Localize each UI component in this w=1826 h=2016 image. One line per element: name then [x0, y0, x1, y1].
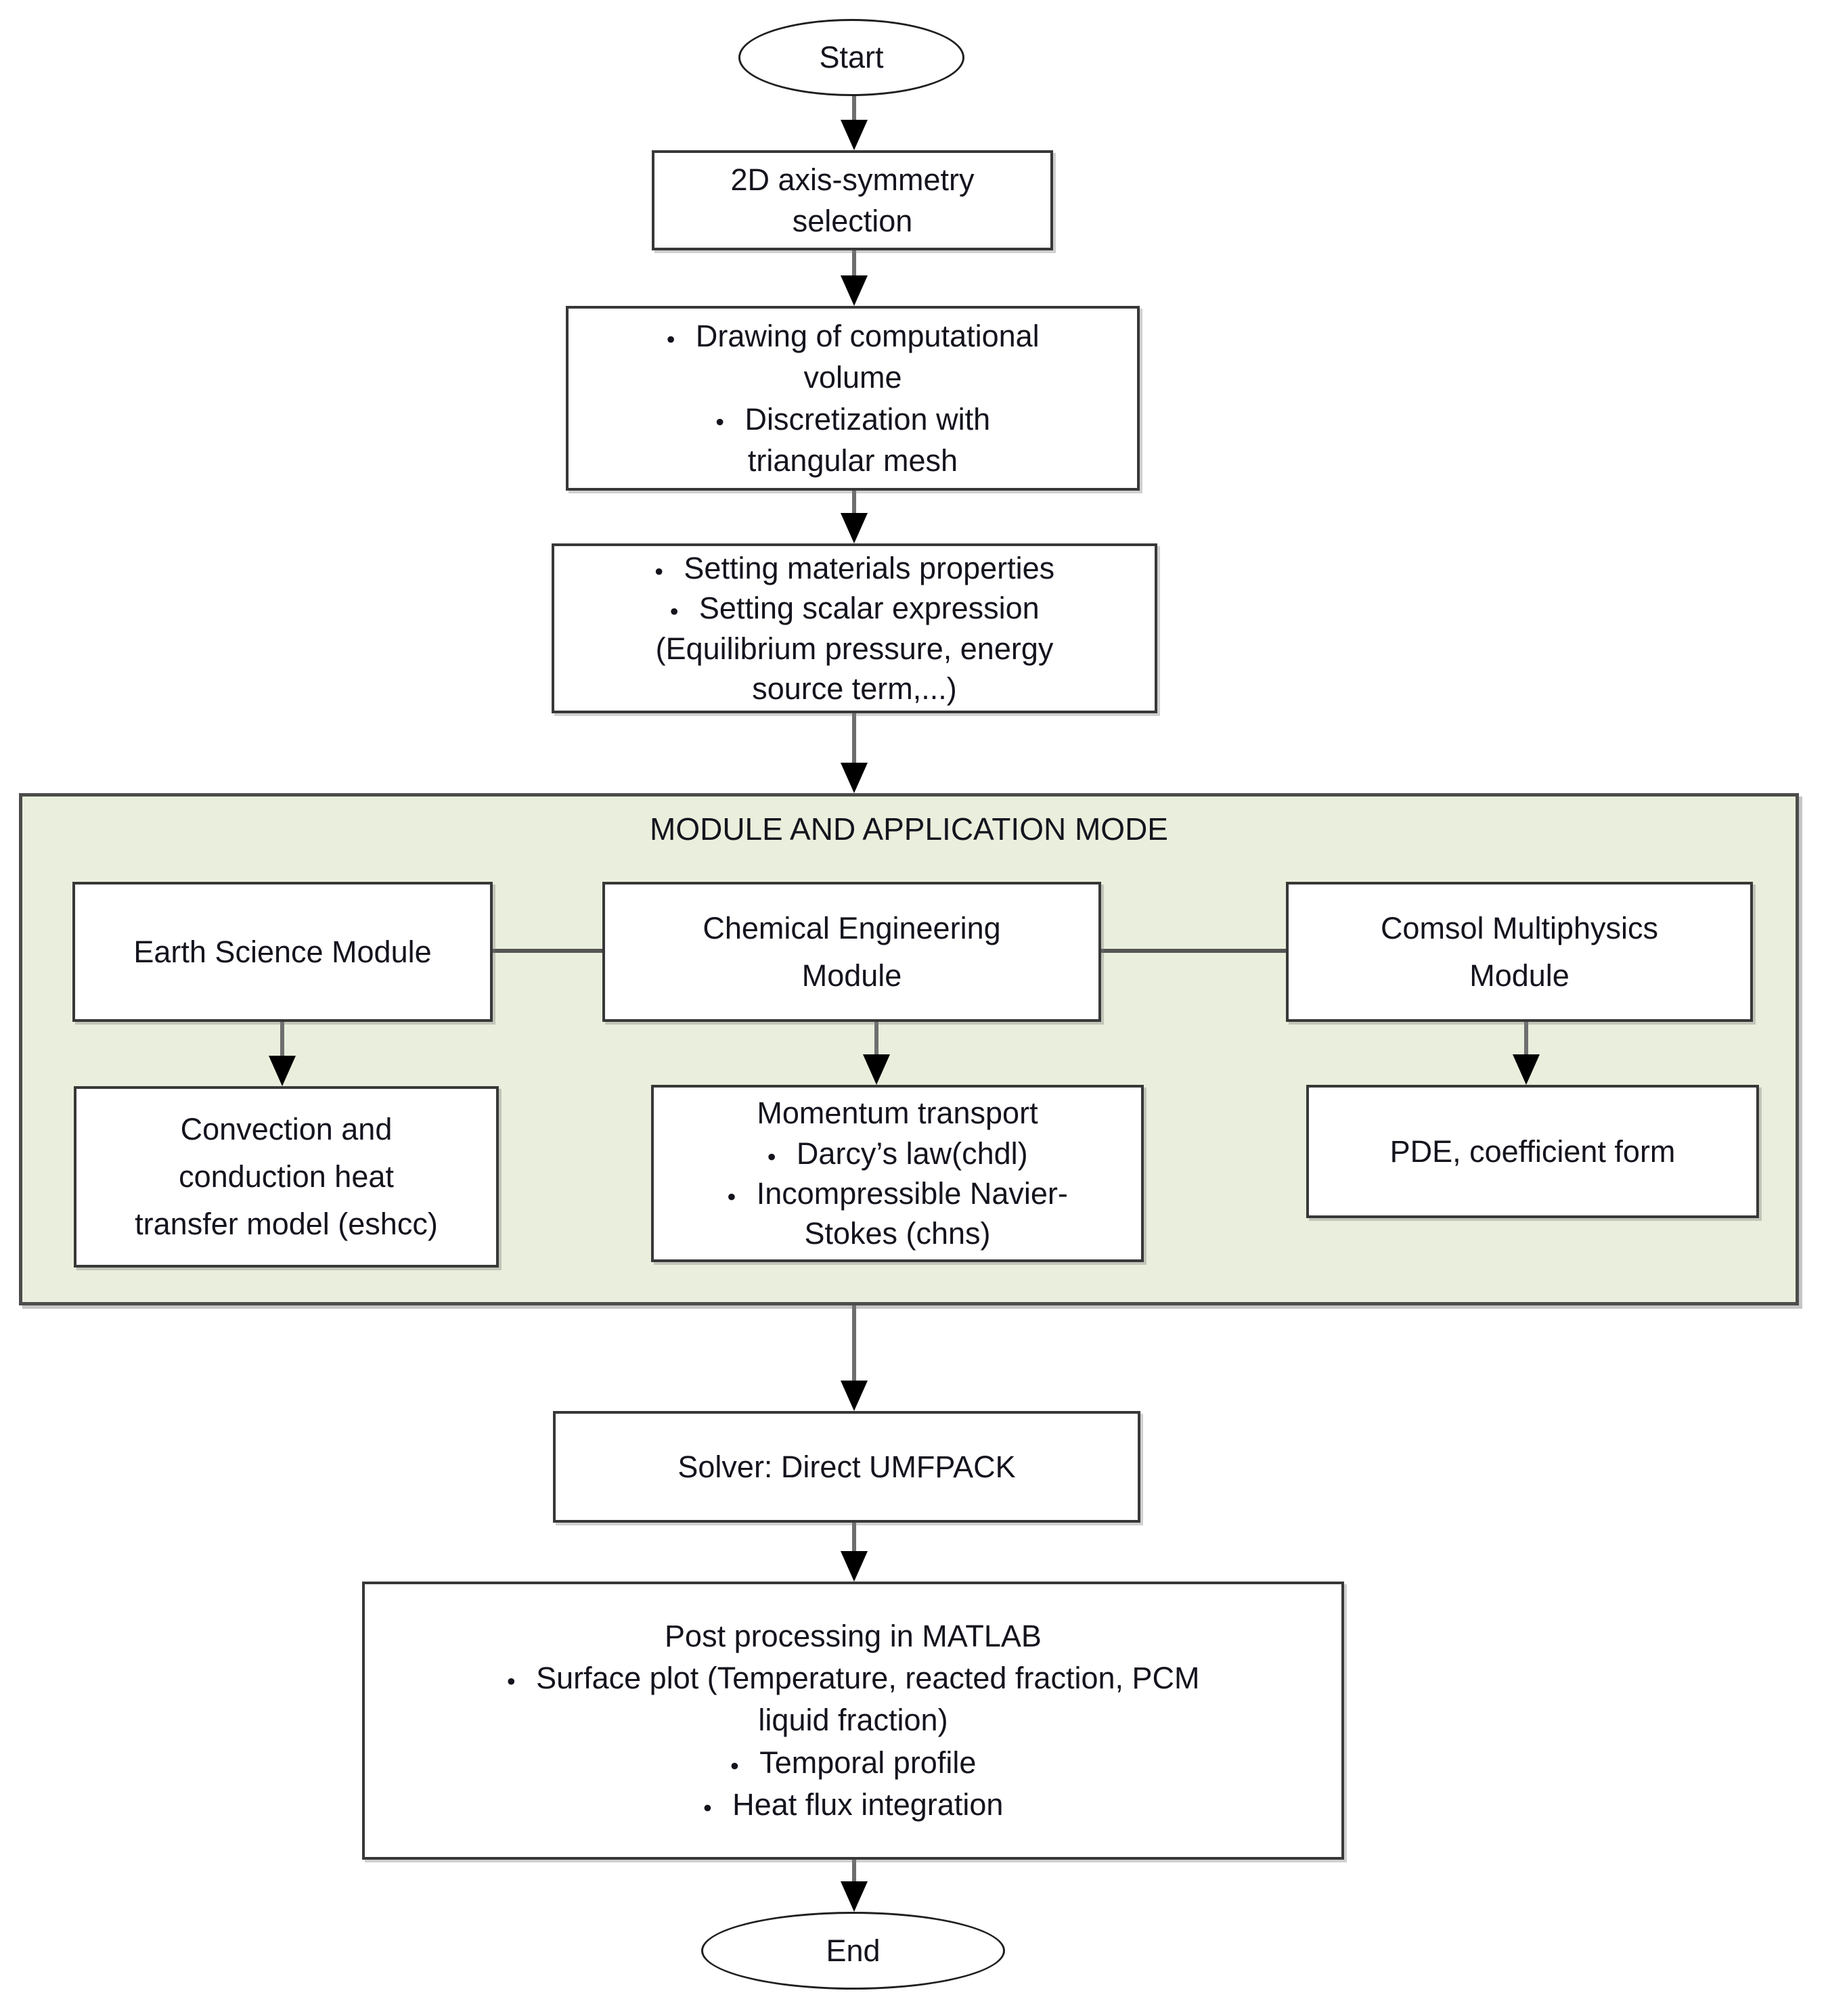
- connector-earth-chemical: [493, 949, 602, 953]
- arrow-head-axis-to-drawing: [841, 275, 868, 306]
- arrow-stem-start-to-axis: [852, 95, 856, 120]
- text-line: triangular mesh: [747, 443, 958, 478]
- text-line: transfer model (eshcc): [135, 1206, 438, 1241]
- text-line: source term,...): [752, 671, 957, 706]
- end-terminal: End: [701, 1912, 1005, 1990]
- node-settings: Setting materials properties Setting sca…: [552, 543, 1157, 713]
- arrow-stem-axis-to-drawing: [852, 250, 856, 275]
- start-label: Start: [819, 40, 884, 74]
- text-line: Comsol Multiphysics: [1380, 910, 1659, 945]
- text-line: Chemical Engineering: [703, 910, 1001, 945]
- connector-chemical-comsol: [1101, 949, 1286, 953]
- arrow-head-drawing-to-settings: [841, 513, 868, 543]
- arrow-head-post-to-end: [841, 1881, 868, 1912]
- text-line: Stokes (chns): [804, 1216, 991, 1251]
- text-line: Convection and: [180, 1112, 393, 1147]
- text-line: Drawing of computational: [666, 315, 1040, 357]
- text-line: Momentum transport: [757, 1096, 1038, 1131]
- text-line: (Equilibrium pressure, energy: [655, 631, 1054, 666]
- text-line: Solver: Direct UMFPACK: [677, 1449, 1016, 1484]
- arrow-head-modules-to-solver: [841, 1381, 868, 1411]
- arrow-head-chemical-to-momentum: [863, 1054, 890, 1085]
- arrow-head-comsol-to-pde: [1513, 1054, 1540, 1085]
- text-line: Surface plot (Temperature, reacted fract…: [506, 1657, 1199, 1699]
- text-line: Post processing in MATLAB: [665, 1619, 1042, 1654]
- node-axis-selection: 2D axis-symmetry selection: [652, 150, 1053, 250]
- arrow-stem-solver-to-post: [852, 1523, 856, 1551]
- text-line: liquid fraction): [758, 1703, 948, 1738]
- node-drawing-discretization: Drawing of computational volume Discreti…: [566, 306, 1140, 491]
- text-line: Incompressible Navier-: [727, 1173, 1068, 1213]
- text-line: Module: [801, 958, 902, 993]
- text-line: conduction heat: [179, 1159, 394, 1194]
- text-line: Darcy’s law(chdl): [767, 1134, 1028, 1173]
- text-line: selection: [792, 204, 913, 238]
- node-pde-coefficient-form: PDE, coefficient form: [1306, 1085, 1759, 1218]
- text-line: 2D axis-symmetry: [730, 162, 975, 197]
- arrow-stem-modules-to-solver: [852, 1305, 856, 1381]
- node-earth-science-module: Earth Science Module: [72, 882, 493, 1022]
- arrow-stem-settings-to-modules: [852, 713, 856, 763]
- text-line: Setting materials properties: [654, 548, 1054, 588]
- node-solver: Solver: Direct UMFPACK: [553, 1411, 1140, 1523]
- arrow-head-solver-to-post: [841, 1551, 868, 1582]
- node-post-processing: Post processing in MATLAB Surface plot (…: [362, 1582, 1344, 1860]
- arrow-stem-earth-to-eshcc: [280, 1022, 284, 1056]
- arrow-head-settings-to-modules: [841, 763, 868, 793]
- start-terminal: Start: [738, 19, 964, 96]
- text-line: Setting scalar expression: [669, 588, 1040, 628]
- text-line: PDE, coefficient form: [1389, 1134, 1676, 1169]
- module-group-title: MODULE AND APPLICATION MODE: [650, 811, 1168, 847]
- end-label: End: [826, 1933, 881, 1968]
- arrow-stem-comsol-to-pde: [1524, 1022, 1528, 1054]
- node-eshcc-model: Convection and conduction heat transfer …: [74, 1086, 499, 1268]
- arrow-stem-chemical-to-momentum: [874, 1022, 878, 1054]
- text-line: Discretization with: [715, 399, 990, 440]
- text-line: Earth Science Module: [133, 934, 432, 969]
- arrow-stem-drawing-to-settings: [852, 491, 856, 513]
- text-line: volume: [803, 360, 902, 395]
- arrow-head-earth-to-eshcc: [269, 1056, 296, 1086]
- node-chemical-engineering-module: Chemical Engineering Module: [602, 882, 1101, 1022]
- arrow-stem-post-to-end: [852, 1860, 856, 1881]
- text-line: Temporal profile: [730, 1742, 976, 1784]
- arrow-head-start-to-axis: [841, 120, 868, 150]
- node-comsol-multiphysics-module: Comsol Multiphysics Module: [1286, 882, 1753, 1022]
- node-momentum-transport: Momentum transport Darcy’s law(chdl) Inc…: [651, 1085, 1144, 1262]
- text-line: Heat flux integration: [703, 1784, 1003, 1826]
- text-line: Module: [1469, 958, 1569, 993]
